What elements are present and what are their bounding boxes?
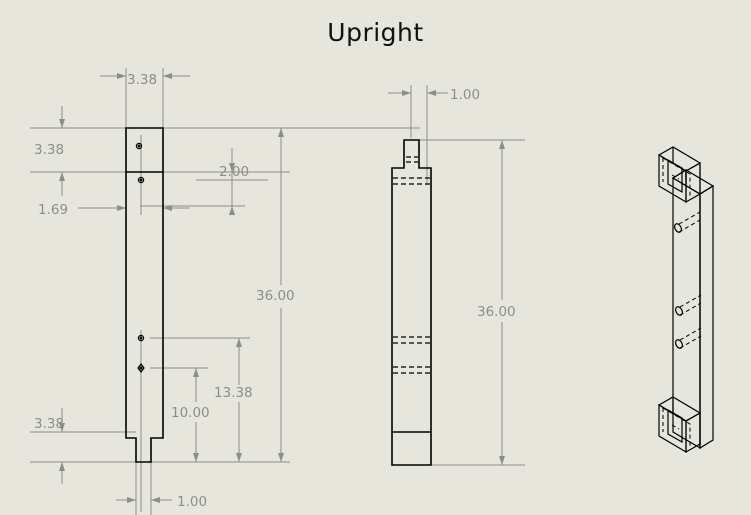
dim-hole-offset-x: 1.69 bbox=[38, 202, 68, 218]
dim-hole-lower: 13.38 bbox=[214, 385, 253, 401]
isometric-bottom-hidden bbox=[662, 407, 691, 448]
dim-tab-width: 1.00 bbox=[177, 494, 207, 510]
isometric-view[interactable] bbox=[657, 146, 715, 454]
front-view-outline bbox=[125, 127, 164, 463]
side-view-hidden-lines bbox=[393, 156, 430, 374]
dim-hole-spacing: 2.00 bbox=[219, 164, 249, 180]
isometric-holes bbox=[674, 223, 683, 349]
side-view-dimension-lines bbox=[388, 85, 525, 466]
isometric-body bbox=[671, 168, 715, 450]
dim-side-height: 36.00 bbox=[477, 304, 516, 320]
front-view-dimension-text: 3.38 3.38 2.00 1.69 36.00 13.38 10.00 3.… bbox=[34, 72, 295, 510]
dim-hole-lowest: 10.00 bbox=[171, 405, 210, 421]
dim-height-bot-step: 3.38 bbox=[34, 416, 64, 432]
dim-thickness: 1.00 bbox=[450, 87, 480, 103]
page-title: Upright bbox=[327, 18, 424, 47]
dim-overall-height: 36.00 bbox=[256, 288, 295, 304]
front-view-holes bbox=[135, 142, 145, 373]
side-view-dimension-text: 1.00 36.00 bbox=[450, 87, 516, 320]
side-view[interactable]: 1.00 36.00 bbox=[388, 85, 525, 466]
isometric-hole-hidden bbox=[678, 211, 702, 349]
isometric-top-hidden bbox=[662, 157, 691, 198]
side-view-dimension-arrows bbox=[402, 90, 505, 465]
front-view-dimension-lines bbox=[30, 68, 420, 515]
dim-width-top: 3.38 bbox=[127, 72, 157, 88]
front-view[interactable]: 3.38 3.38 2.00 1.69 36.00 13.38 10.00 3.… bbox=[30, 68, 420, 515]
front-view-dimension-arrows bbox=[59, 73, 284, 503]
isometric-top-bracket bbox=[657, 146, 702, 204]
isometric-bottom-bracket bbox=[657, 396, 702, 454]
dim-height-top-step: 3.38 bbox=[34, 142, 64, 158]
side-view-outline bbox=[391, 139, 432, 466]
